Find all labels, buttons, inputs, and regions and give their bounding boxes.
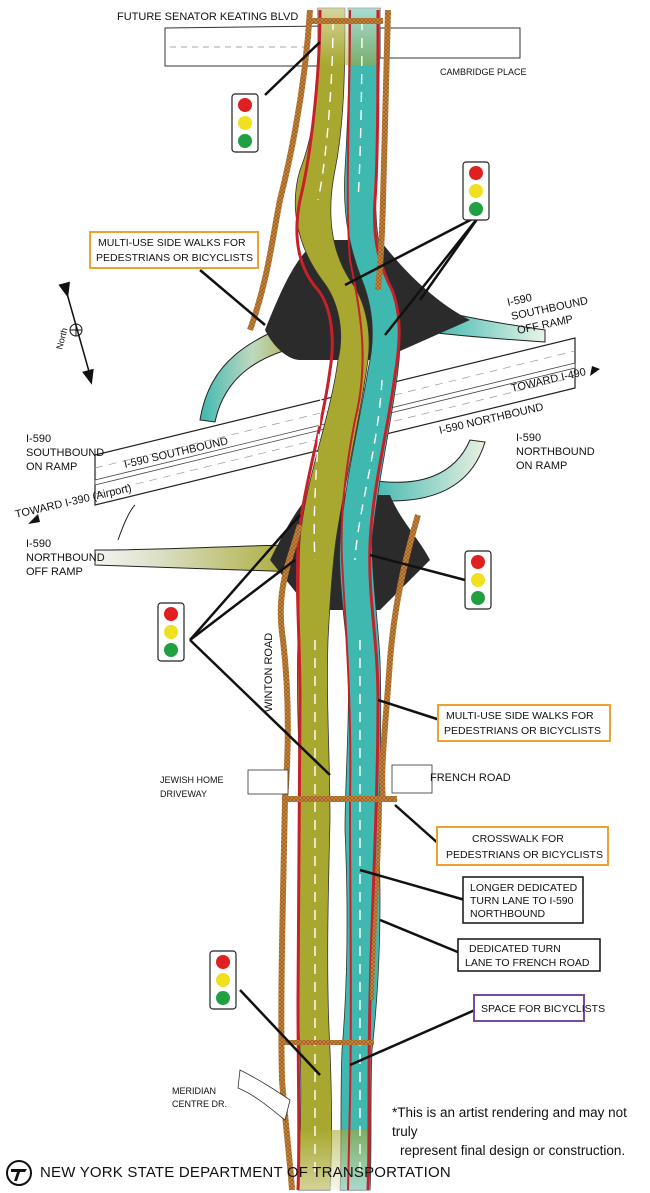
label-nb-on-ramp: I-590 NORTHBOUND ON RAMP bbox=[516, 432, 595, 472]
south-fade bbox=[298, 1130, 370, 1190]
label-winton-road: WINTON ROAD bbox=[263, 633, 275, 712]
svg-text:JEWISH HOME: JEWISH HOME bbox=[160, 775, 224, 785]
lane-markings bbox=[313, 19, 383, 1180]
label-cambridge-place: CAMBRIDGE PLACE bbox=[440, 67, 527, 77]
svg-text:CROSSWALK FOR: CROSSWALK FOR bbox=[472, 833, 564, 845]
bike-lane-median bbox=[340, 9, 364, 1191]
svg-text:MULTI-USE SIDE WALKS FOR: MULTI-USE SIDE WALKS FOR bbox=[98, 237, 246, 249]
svg-text:PEDESTRIANS OR BICYCLISTS: PEDESTRIANS OR BICYCLISTS bbox=[446, 849, 603, 861]
label-nb-off-ramp: I-590 NORTHBOUND OFF RAMP bbox=[26, 538, 105, 578]
svg-text:SPACE FOR BICYCLISTS: SPACE FOR BICYCLISTS bbox=[481, 1003, 605, 1015]
traffic-signal-west bbox=[157, 602, 185, 662]
cambridge-place-road bbox=[379, 27, 521, 59]
svg-text:NORTHBOUND: NORTHBOUND bbox=[26, 552, 105, 564]
svg-text:OFF RAMP: OFF RAMP bbox=[26, 566, 83, 578]
traffic-signal-south bbox=[209, 950, 237, 1010]
callout-longer-turn-lane: LONGER DEDICATED TURN LANE TO I-590 NORT… bbox=[462, 876, 584, 924]
agency-name: NEW YORK STATE DEPARTMENT OF TRANSPORTAT… bbox=[40, 1164, 451, 1181]
label-sb-off-ramp: I-590 SOUTHBOUND OFF RAMP bbox=[506, 292, 589, 337]
traffic-signal-ne bbox=[462, 161, 490, 221]
svg-text:I-590: I-590 bbox=[506, 292, 533, 309]
traffic-signal-se bbox=[464, 550, 492, 610]
label-senator-keating: FUTURE SENATOR KEATING BLVD bbox=[117, 11, 298, 23]
svg-text:TURN LANE TO I-590: TURN LANE TO I-590 bbox=[470, 895, 574, 907]
svg-text:I-590: I-590 bbox=[26, 433, 51, 445]
svg-text:I-590: I-590 bbox=[516, 432, 541, 444]
french-road bbox=[391, 764, 433, 794]
north-arrow-icon: North bbox=[54, 281, 94, 385]
north-label: North bbox=[54, 327, 69, 351]
arrow-toward-i490-icon bbox=[590, 366, 600, 376]
jewish-home-driveway bbox=[247, 769, 289, 795]
svg-text:LONGER DEDICATED: LONGER DEDICATED bbox=[470, 882, 578, 894]
label-meridian: MERIDIAN CENTRE DR. bbox=[172, 1086, 227, 1109]
callout-bicyclists: SPACE FOR BICYCLISTS bbox=[473, 994, 605, 1022]
disclaimer-line-1: *This is an artist rendering and may not… bbox=[392, 1105, 627, 1139]
label-toward-i390: TOWARD I-390 (Airport) bbox=[14, 482, 133, 521]
svg-text:MERIDIAN: MERIDIAN bbox=[172, 1086, 216, 1096]
svg-text:ON RAMP: ON RAMP bbox=[26, 461, 77, 473]
footer: NEW YORK STATE DEPARTMENT OF TRANSPORTAT… bbox=[0, 1158, 650, 1193]
svg-text:DRIVEWAY: DRIVEWAY bbox=[160, 789, 207, 799]
crosswalks bbox=[282, 18, 397, 1045]
disclaimer-line-2: represent final design or construction. bbox=[400, 1143, 626, 1158]
svg-text:I-590: I-590 bbox=[26, 538, 51, 550]
svg-text:ON RAMP: ON RAMP bbox=[516, 460, 567, 472]
label-jewish-home: JEWISH HOME DRIVEWAY bbox=[160, 775, 224, 799]
leader-lines bbox=[189, 41, 482, 1076]
nysdot-logo-icon bbox=[6, 1160, 32, 1186]
meridian-centre-road bbox=[237, 1069, 291, 1121]
svg-text:NORTHBOUND: NORTHBOUND bbox=[516, 446, 595, 458]
disclaimer-note: *This is an artist rendering and may not… bbox=[392, 1103, 642, 1160]
svg-text:PEDESTRIANS OR BICYCLISTS: PEDESTRIANS OR BICYCLISTS bbox=[444, 725, 601, 737]
callout-sidewalk-right: MULTI-USE SIDE WALKS FOR PEDESTRIANS OR … bbox=[437, 704, 611, 742]
callout-crosswalk: CROSSWALK FOR PEDESTRIANS OR BICYCLISTS bbox=[436, 826, 609, 866]
svg-text:NORTHBOUND: NORTHBOUND bbox=[470, 908, 545, 920]
svg-text:LANE TO FRENCH ROAD: LANE TO FRENCH ROAD bbox=[465, 957, 590, 969]
callout-sidewalk-top: MULTI-USE SIDE WALKS FOR PEDESTRIANS OR … bbox=[89, 231, 259, 269]
traffic-signal-north bbox=[231, 93, 259, 153]
svg-text:MULTI-USE SIDE WALKS FOR: MULTI-USE SIDE WALKS FOR bbox=[446, 710, 594, 722]
callout-french-turn-lane: DEDICATED TURN LANE TO FRENCH ROAD bbox=[457, 938, 601, 972]
svg-text:CENTRE DR.: CENTRE DR. bbox=[172, 1099, 227, 1109]
svg-text:SOUTHBOUND: SOUTHBOUND bbox=[26, 447, 104, 459]
nb-on-ramp bbox=[369, 439, 486, 502]
svg-text:PEDESTRIANS OR BICYCLISTS: PEDESTRIANS OR BICYCLISTS bbox=[96, 252, 253, 264]
nb-off-ramp-curve bbox=[117, 504, 136, 541]
label-french-road: FRENCH ROAD bbox=[430, 772, 511, 784]
arrow-toward-i390-icon bbox=[28, 514, 40, 524]
svg-text:DEDICATED TURN: DEDICATED TURN bbox=[469, 943, 561, 955]
label-sb-on-ramp: I-590 SOUTHBOUND ON RAMP bbox=[26, 433, 104, 473]
